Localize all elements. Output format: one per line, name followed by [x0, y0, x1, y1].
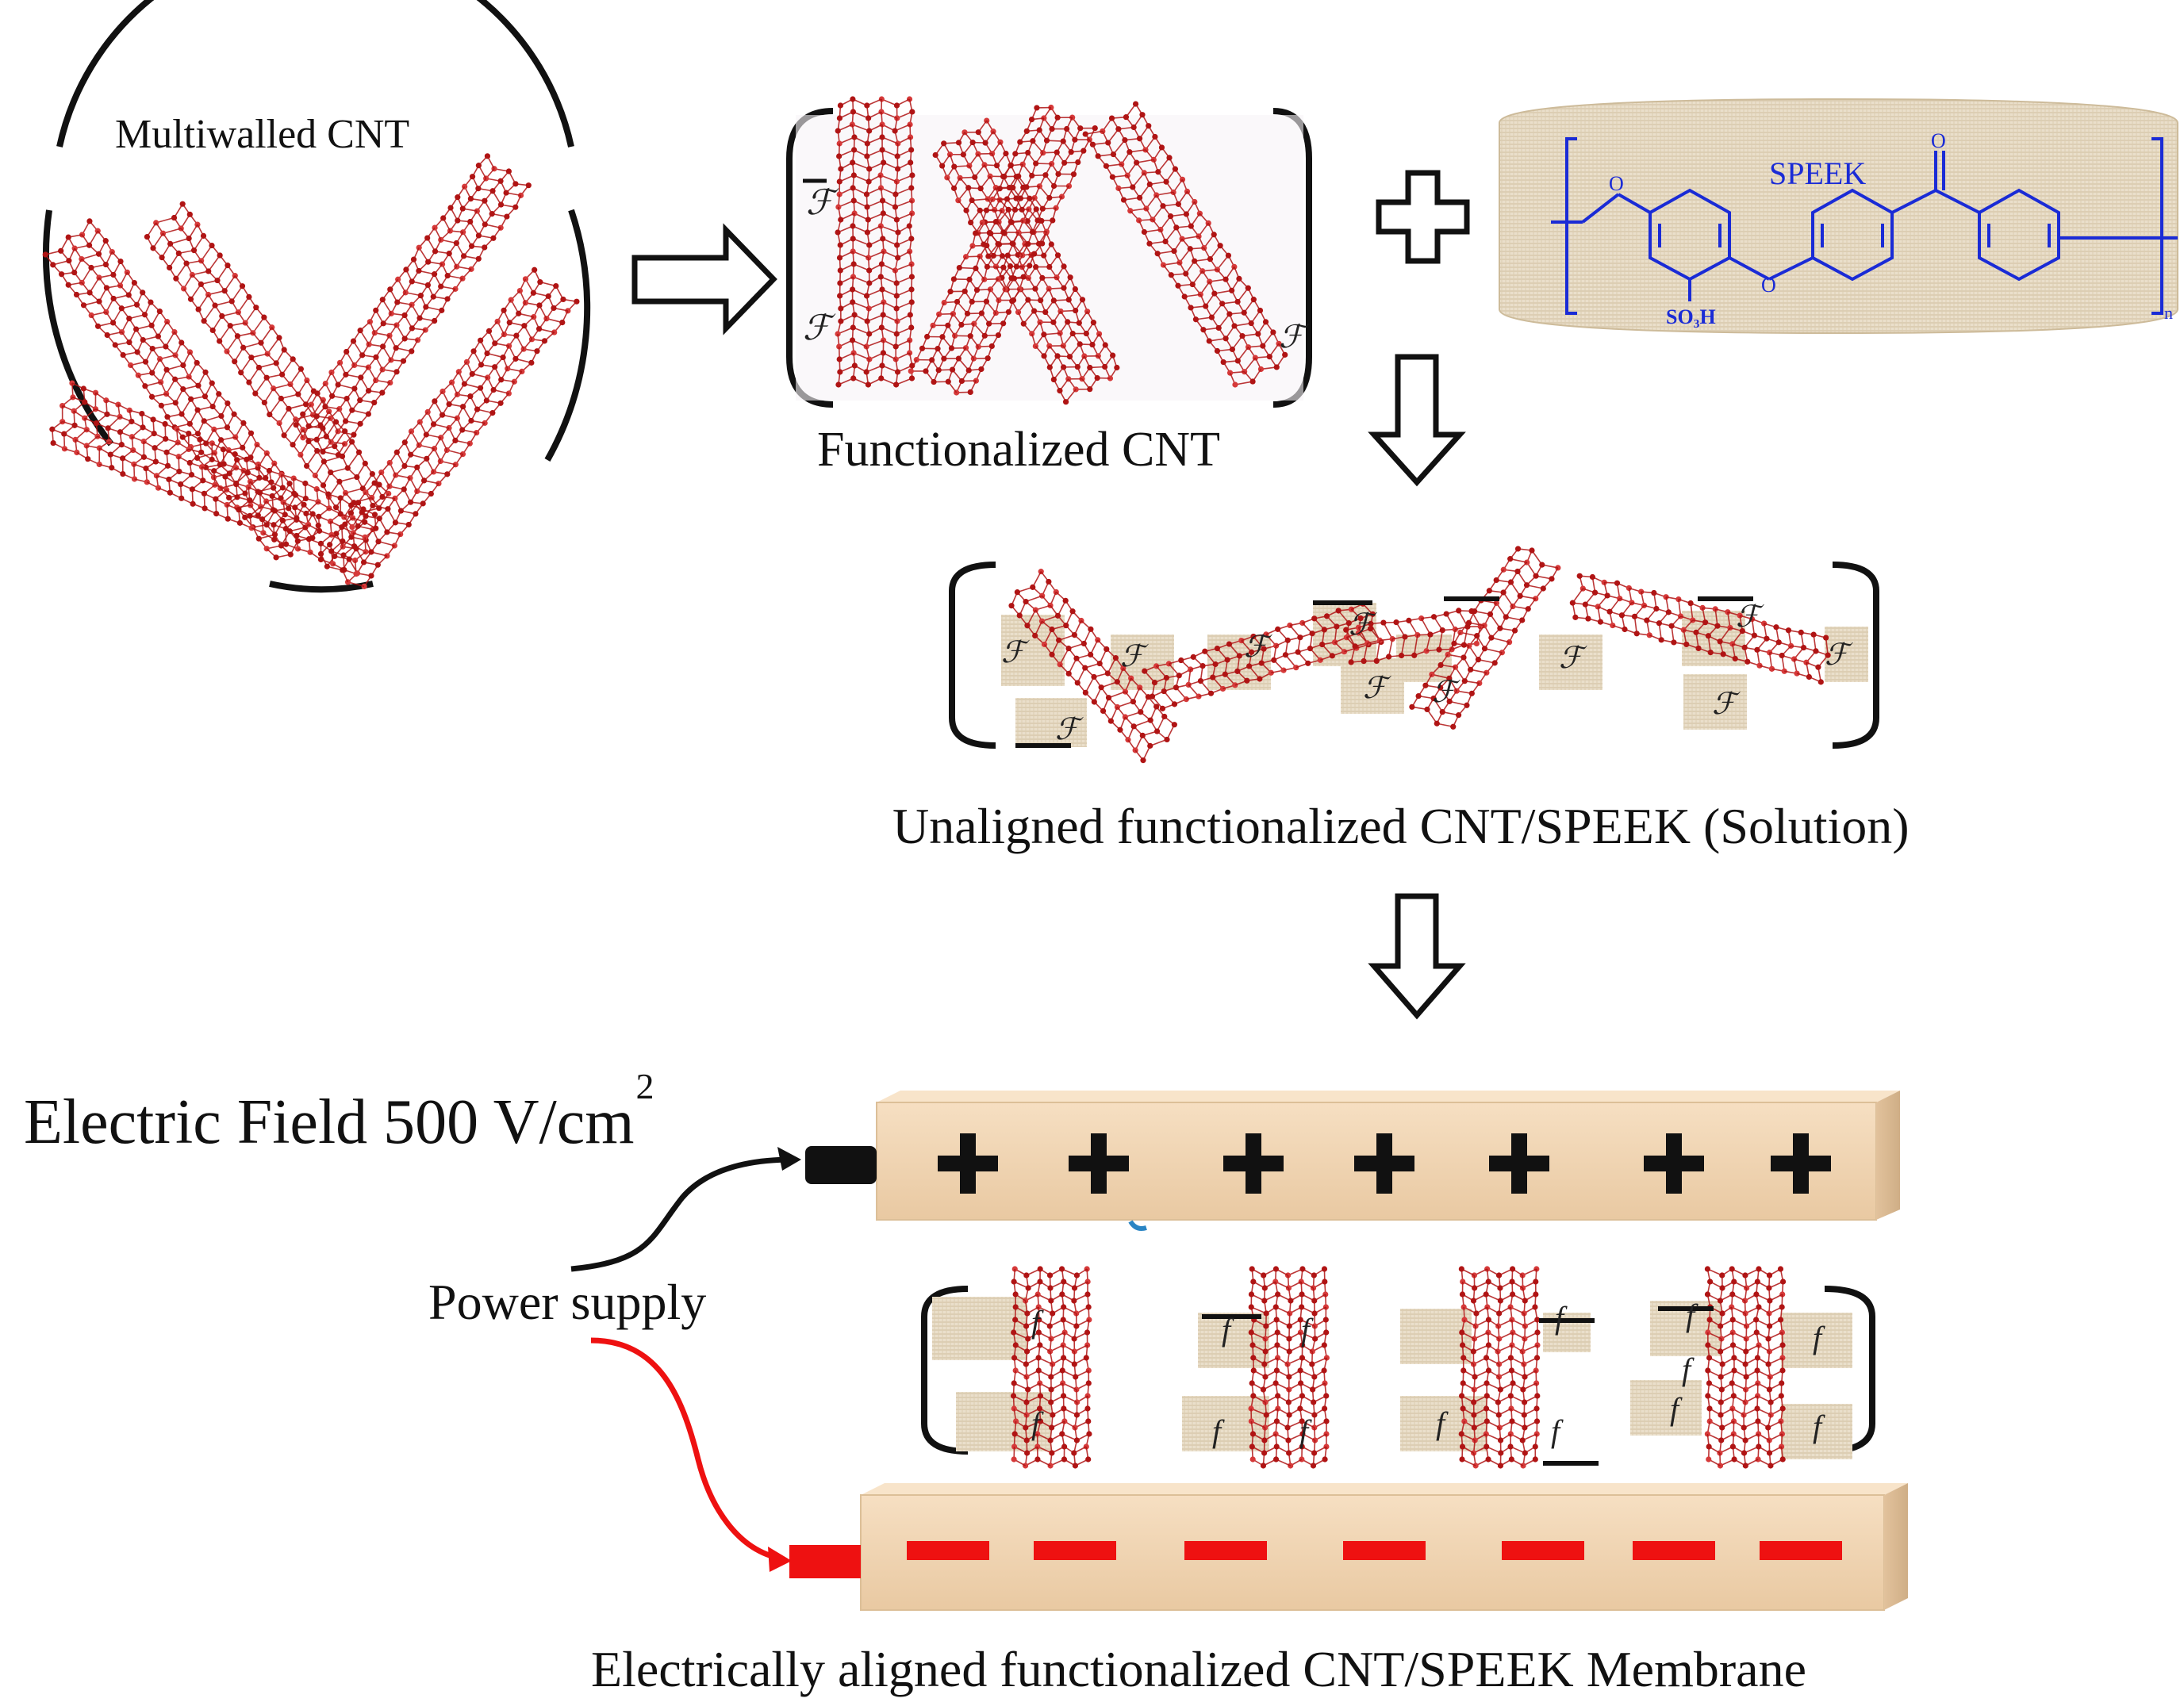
minus-sign-icon	[1502, 1541, 1584, 1560]
f-symbol: f	[1551, 1413, 1564, 1449]
f-symbol: ℱ	[1736, 600, 1764, 634]
oxygen-atom: O	[1609, 172, 1624, 195]
minus-sign-icon	[907, 1541, 989, 1560]
burlap-patch-group	[932, 1297, 1852, 1459]
repeat-n-label: n	[2164, 303, 2173, 323]
minus-sign-icon	[1034, 1541, 1116, 1560]
minus-sign-group	[907, 1541, 1842, 1560]
minus-sign-icon	[1760, 1541, 1842, 1560]
f-symbol: f	[1299, 1413, 1312, 1449]
plus-icon	[1379, 173, 1467, 261]
power-supply-label: Power supply	[428, 1273, 706, 1332]
speek-panel: SPEEK O O O SO₃H n	[1499, 99, 2178, 333]
arrow-right-icon	[635, 230, 773, 328]
mwcnt-tube-group	[43, 153, 580, 589]
functionalized-cnt-label: Functionalized CNT	[817, 422, 1220, 478]
arrow-down-icon	[1374, 357, 1460, 482]
oxygen-atom: O	[1931, 129, 1946, 152]
aligned-membrane-label: Electrically aligned functionalized CNT/…	[591, 1640, 1806, 1699]
carbon-nanotube	[1459, 1266, 1541, 1468]
solution-bracket-left	[952, 565, 996, 746]
circle-outline-left	[46, 210, 111, 444]
positive-wire	[571, 1160, 793, 1269]
so3h-label: SO₃H	[1666, 305, 1716, 328]
circle-outline-right	[547, 210, 587, 460]
f-symbol: f	[1301, 1312, 1314, 1348]
positive-connector	[805, 1146, 877, 1184]
aligned-tube-group	[1011, 1266, 1786, 1468]
minus-sign-icon	[1184, 1541, 1267, 1560]
arrow-down-icon	[1374, 896, 1460, 1015]
speek-label: SPEEK	[1769, 155, 1866, 191]
f-symbol: ℱ	[1279, 319, 1309, 355]
carbon-nanotube	[1011, 1266, 1092, 1468]
negative-wire	[591, 1340, 781, 1558]
multiwalled-cnt-label: Multiwalled CNT	[115, 111, 409, 158]
burlap-patch	[1630, 1380, 1702, 1436]
positive-electrode	[805, 1091, 1900, 1220]
wire-arrowhead-icon	[777, 1147, 801, 1171]
negative-connector	[789, 1545, 861, 1578]
electric-field-label: Electric Field 500 V/cm2	[24, 1087, 654, 1159]
oxygen-atom: O	[1761, 274, 1776, 297]
electric-field-superscript: 2	[635, 1066, 654, 1106]
burlap-patch	[1400, 1309, 1472, 1364]
minus-sign-icon	[1633, 1541, 1715, 1560]
carbon-nanotube	[1705, 1266, 1786, 1468]
minus-sign-icon	[1343, 1541, 1426, 1560]
functionalized-cnt-panel: ℱ ℱ ℱ	[789, 96, 1309, 404]
negative-electrode	[789, 1483, 1908, 1610]
burlap-patch	[1198, 1313, 1269, 1368]
wire-arrowhead-icon	[768, 1547, 792, 1572]
electric-field-text: Electric Field 500 V/cm	[24, 1087, 634, 1157]
unaligned-solution-label: Unaligned functionalized CNT/SPEEK (Solu…	[892, 797, 1910, 856]
speek-burlap-disc	[1499, 99, 2178, 333]
multiwalled-cnt-panel	[43, 0, 587, 589]
